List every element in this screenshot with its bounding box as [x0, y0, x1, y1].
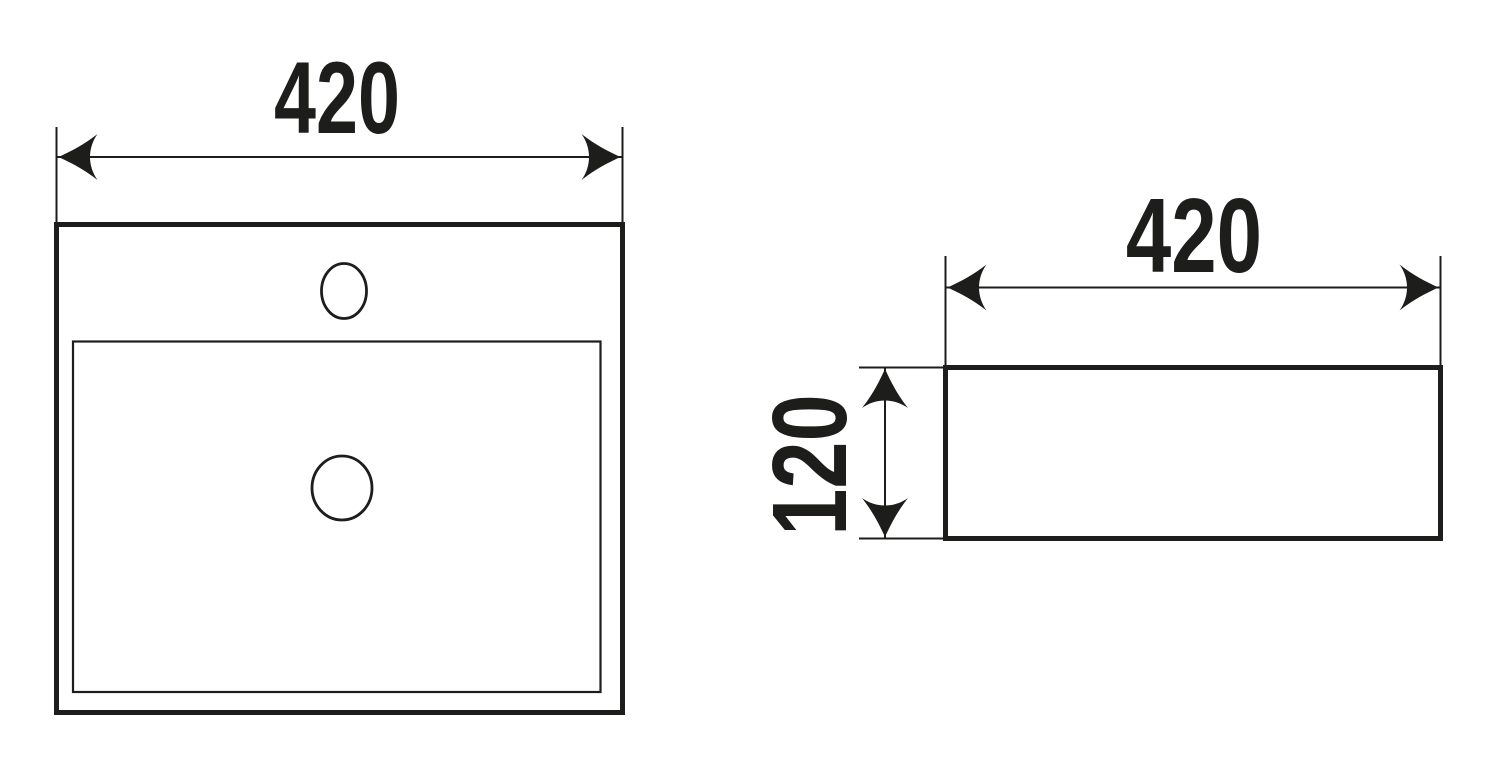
- faucet-hole: [320, 262, 368, 320]
- basin-side-profile: [943, 365, 1443, 541]
- top-view-width-label: 420: [274, 42, 400, 156]
- basin-outer-rim: [54, 222, 625, 715]
- side-view-width-dimension: 420: [944, 177, 1442, 365]
- top-view-width-dimension: 420: [55, 42, 624, 223]
- side-view-height-label: 120: [751, 394, 869, 535]
- drain-hole: [310, 454, 374, 522]
- basin-top-view: 420: [54, 42, 625, 715]
- basin-inner-bowl: [71, 340, 602, 694]
- side-view-width-label: 420: [1126, 177, 1262, 296]
- side-view-height-dimension: 120: [751, 366, 947, 540]
- basin-side-view: 420 120: [751, 177, 1443, 541]
